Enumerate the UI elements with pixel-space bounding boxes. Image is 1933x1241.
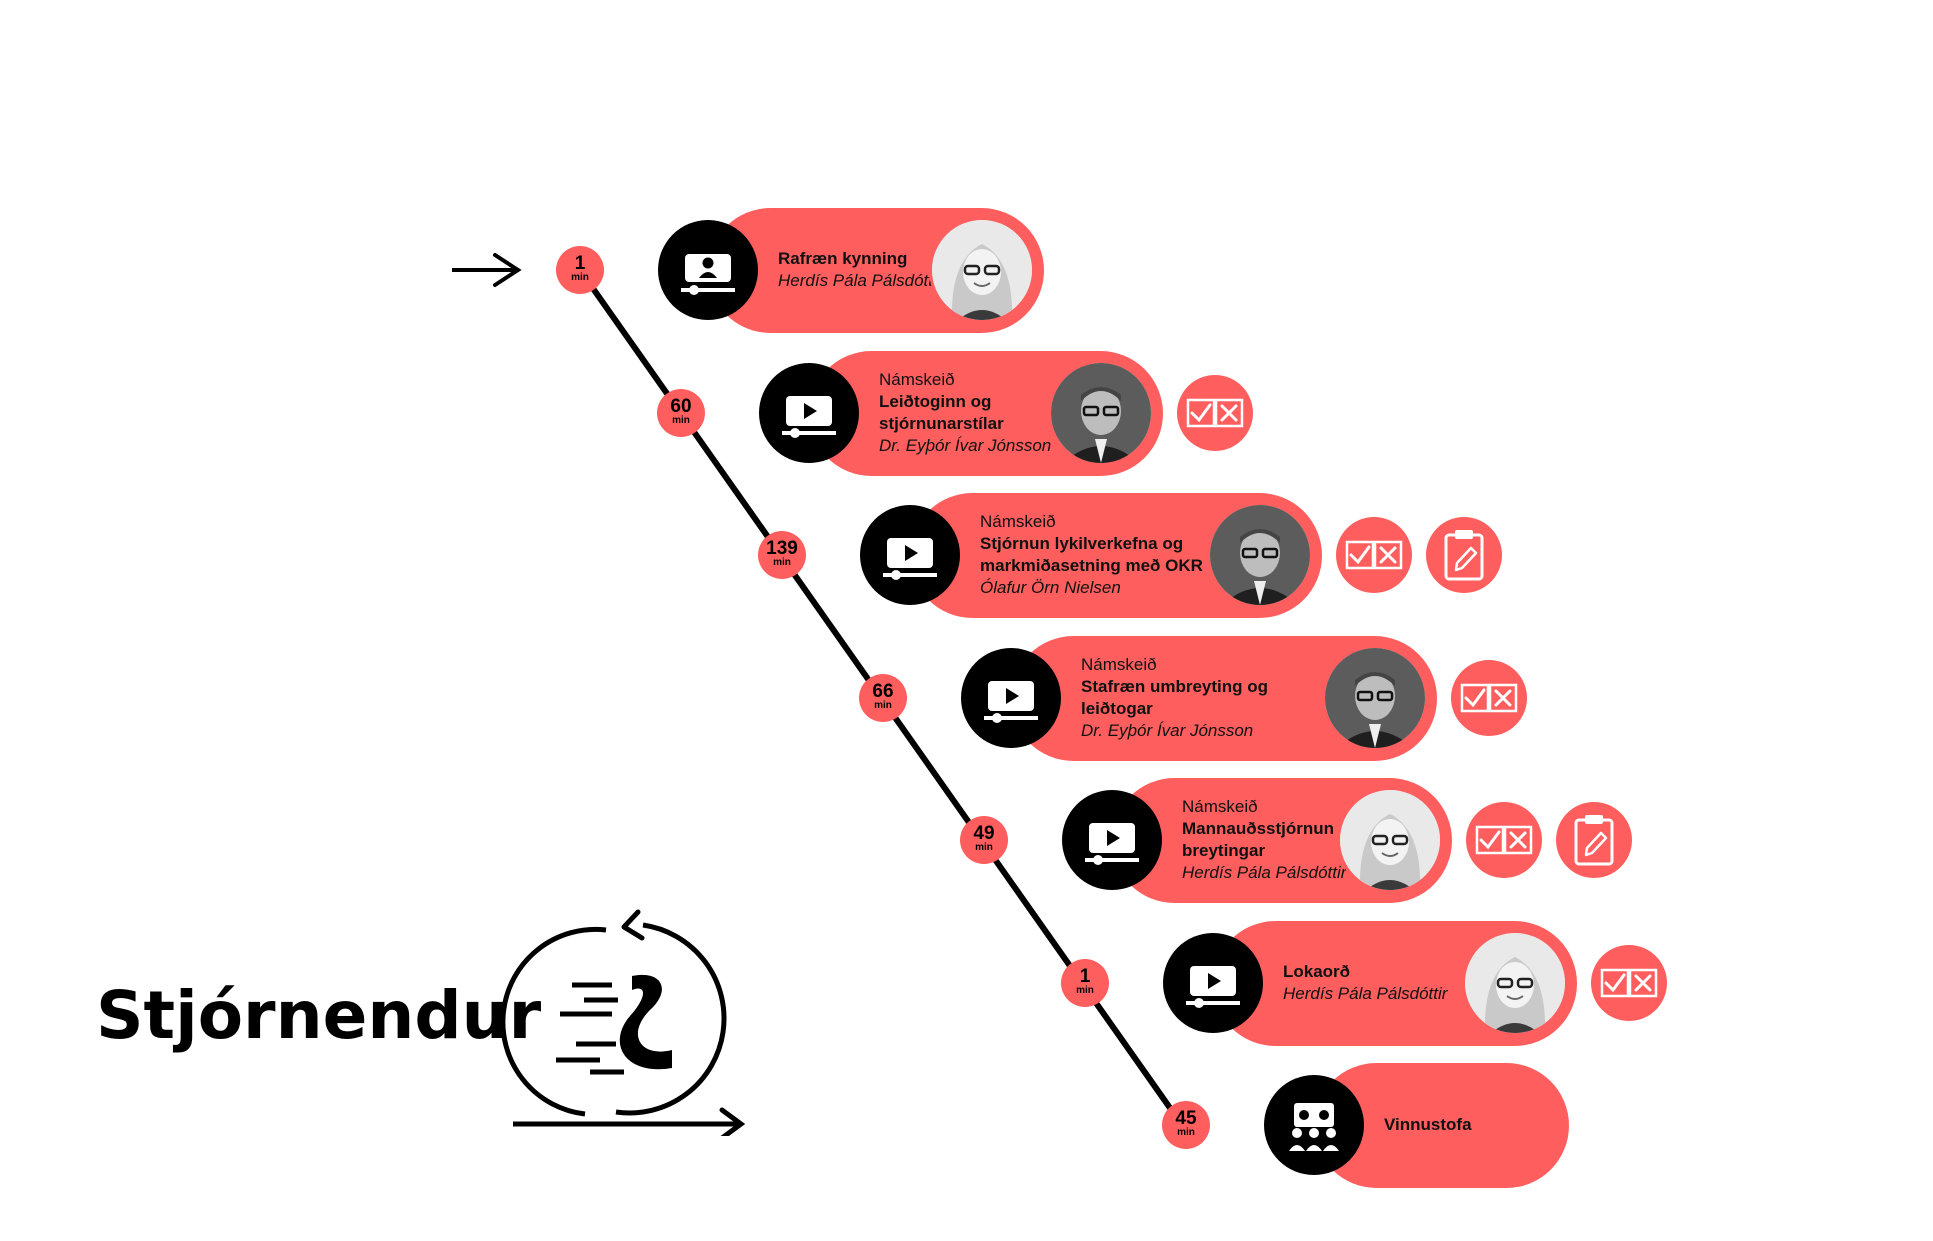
quiz-badge[interactable] <box>1336 517 1412 593</box>
minutes-unit: min <box>571 272 589 283</box>
quiz-badge[interactable] <box>1177 374 1253 451</box>
step-instructor: Herdís Pála Pálsdóttir <box>1283 983 1448 1003</box>
step-type-icon-circle <box>961 647 1061 748</box>
minutes-value: 60 <box>670 395 692 417</box>
instructor-photo <box>1325 647 1425 748</box>
minutes-unit: min <box>773 557 791 568</box>
instructor-photo <box>1465 932 1565 1033</box>
step-type-icon-circle <box>1062 790 1162 890</box>
true-false-quiz-icon <box>1460 683 1518 712</box>
stjornendur-logo <box>500 909 746 1136</box>
minutes-unit: min <box>1076 984 1094 996</box>
true-false-quiz-icon <box>1600 968 1658 997</box>
step-type-icon-circle <box>759 362 859 463</box>
video-play-icon <box>1186 965 1240 1008</box>
step-category: Námskeið <box>879 369 955 389</box>
step-instructor: Dr. Eyþór Ívar Jónsson <box>1081 720 1254 740</box>
instructor-photo <box>1051 362 1151 463</box>
minutes-value: 66 <box>872 680 894 702</box>
minutes-value: 139 <box>766 538 798 559</box>
woman-portrait-image <box>1465 932 1565 1033</box>
start-arrow-head <box>493 253 522 287</box>
minutes-value: 1 <box>574 253 586 274</box>
quiz-badge[interactable] <box>1466 802 1542 878</box>
assignment-badge[interactable] <box>1556 802 1632 878</box>
step-title: Rafræn kynning <box>778 249 908 268</box>
man-portrait-image <box>1051 362 1151 463</box>
step-instructor: Herdís Pála Pálsdóttir <box>778 271 943 290</box>
step-title: Mannauðsstjórnun og breytingar <box>1182 819 1360 860</box>
step-category: Námskeið <box>1182 797 1258 816</box>
step-title: Leiðtoginn og stjórnunarstílar <box>879 391 1004 433</box>
step-instructor: Ólafur Örn Nielsen <box>980 578 1121 597</box>
instructor-photo <box>1210 505 1310 605</box>
clipboard-assignment-icon <box>1574 815 1614 866</box>
step-category: Námskeið <box>1081 654 1157 674</box>
woman-portrait-image <box>1340 790 1440 890</box>
instructor-photo <box>932 220 1032 320</box>
minutes-value: 1 <box>1079 965 1091 987</box>
video-play-icon <box>782 395 836 438</box>
man-portrait-image <box>1210 505 1310 605</box>
quiz-badge[interactable] <box>1451 659 1527 736</box>
minutes-value: 49 <box>973 823 995 844</box>
assignment-badge[interactable] <box>1426 517 1502 593</box>
step-type-icon-circle <box>1163 932 1263 1033</box>
step-instructor: Herdís Pála Pálsdóttir <box>1182 863 1347 882</box>
step-title: Stjórnun lykilverkefna og markmiðasetnin… <box>980 534 1203 575</box>
step-category: Námskeið <box>980 512 1056 531</box>
man-portrait-image <box>1325 647 1425 748</box>
step-type-icon-circle <box>658 220 758 320</box>
step-type-icon-circle <box>1264 1075 1364 1175</box>
quiz-badge[interactable] <box>1591 944 1667 1021</box>
step-text: Vinnustofa <box>1384 1114 1564 1136</box>
minutes-unit: min <box>1177 1127 1195 1138</box>
instructor-photo <box>1340 790 1440 890</box>
true-false-quiz-icon <box>1345 540 1403 570</box>
step-instructor: Dr. Eyþór Ívar Jónsson <box>879 435 1052 455</box>
minutes-unit: min <box>672 414 690 426</box>
video-play-icon <box>1085 823 1139 865</box>
video-play-icon <box>883 538 937 580</box>
step-title: Stafræn umbreyting og leiðtogar <box>1081 676 1269 718</box>
brand-title: Stjórnendur <box>96 977 542 1054</box>
minutes-unit: min <box>975 842 993 853</box>
step-title: Vinnustofa <box>1384 1115 1472 1134</box>
workshop-group-icon <box>1289 1103 1339 1151</box>
clipboard-assignment-icon <box>1444 530 1484 581</box>
video-play-icon <box>984 680 1038 723</box>
step-type-icon-circle <box>860 505 960 605</box>
true-false-quiz-icon <box>1186 398 1244 427</box>
minutes-unit: min <box>874 699 892 711</box>
true-false-quiz-icon <box>1475 825 1533 855</box>
minutes-value: 45 <box>1175 1108 1197 1129</box>
presentation-icon <box>681 254 735 295</box>
woman-portrait-image <box>932 220 1032 320</box>
step-title: Lokaorð <box>1283 961 1351 981</box>
